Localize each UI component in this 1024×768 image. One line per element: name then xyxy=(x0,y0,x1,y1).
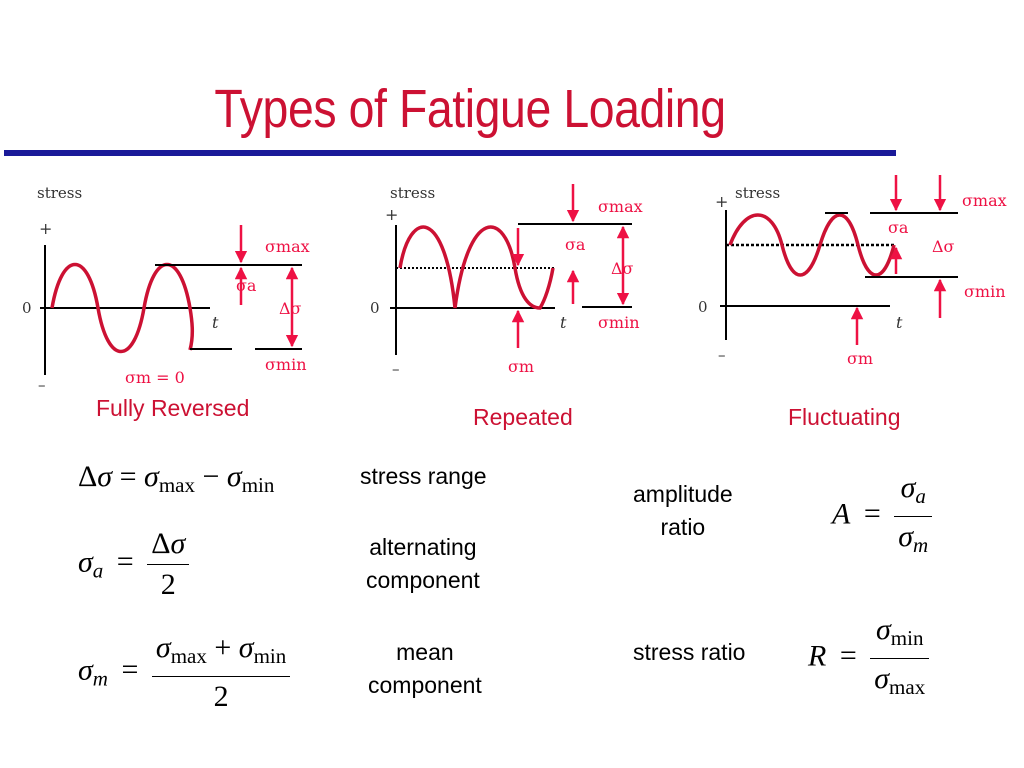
fr-sigma-min: σmin xyxy=(265,355,307,374)
title-underline xyxy=(4,150,896,156)
fr-wave xyxy=(50,262,195,354)
fr-stress-label: stress xyxy=(37,184,82,202)
rp-minus: – xyxy=(392,360,400,378)
desc-stress-range: stress range xyxy=(360,463,487,489)
rp-zero: 0 xyxy=(370,299,380,317)
caption-fully-reversed: Fully Reversed xyxy=(96,395,250,421)
fr-sigma-m: σm = 0 xyxy=(125,368,185,387)
rp-sigma-max: σmax xyxy=(598,197,643,216)
caption-repeated: Repeated xyxy=(473,404,573,430)
eq-stress-ratio: R = σmin σmax xyxy=(808,610,930,707)
fr-sigma-a: σa xyxy=(236,276,257,295)
fl-minus: – xyxy=(718,346,726,364)
fl-t-label: t xyxy=(896,313,903,332)
fr-sigma-max: σmax xyxy=(265,237,310,256)
fl-sigma-max: σmax xyxy=(962,191,1007,210)
fr-zero: 0 xyxy=(22,299,32,317)
fluctuating-diagram: stress + 0 – t σmax σa Δσ σmin σm xyxy=(698,175,1007,368)
rp-delta-sigma: Δσ xyxy=(611,259,634,278)
caption-fluctuating: Fluctuating xyxy=(788,404,901,430)
fully-reversed-diagram: stress + 0 – t σmax σa Δσ σmin σm = 0 xyxy=(22,184,310,394)
eq-mean: σm = σmax + σmin 2 xyxy=(78,628,291,717)
fr-t-label: t xyxy=(212,313,219,332)
desc-stress-ratio: stress ratio xyxy=(633,639,746,665)
repeated-diagram: stress + 0 – t σmax σa Δσ σmin σm xyxy=(370,184,643,378)
rp-t-label: t xyxy=(560,313,567,332)
fl-sigma-a: σa xyxy=(888,218,909,237)
rp-stress-label: stress xyxy=(390,184,435,202)
eq-amplitude-ratio: A = σa σm xyxy=(832,468,933,565)
rp-sigma-m: σm xyxy=(508,357,534,376)
rp-plus: + xyxy=(385,205,398,224)
desc-amplitude-ratio: amplitude ratio xyxy=(633,481,733,540)
fl-plus: + xyxy=(715,192,728,211)
fl-zero: 0 xyxy=(698,298,708,316)
fr-delta-sigma: Δσ xyxy=(279,299,302,318)
rp-sigma-min: σmin xyxy=(598,313,640,332)
page-title: Types of Fatigue Loading xyxy=(214,79,726,139)
loading-diagrams: stress + 0 – t σmax σa Δσ σmin σm = 0 st… xyxy=(22,175,1007,394)
fl-stress-label: stress xyxy=(735,184,780,202)
fr-minus: – xyxy=(38,376,46,394)
eq-alternating: σa = Δσ 2 xyxy=(78,524,190,605)
fl-sigma-min: σmin xyxy=(964,282,1006,301)
desc-mean: mean component xyxy=(368,639,482,698)
fl-sigma-m: σm xyxy=(847,349,873,368)
rp-sigma-a: σa xyxy=(565,235,586,254)
eq-stress-range: Δσ = σmax − σmin xyxy=(78,460,275,497)
fl-wave xyxy=(728,213,896,277)
desc-alternating: alternating component xyxy=(366,534,480,593)
fl-delta-sigma: Δσ xyxy=(932,237,955,256)
rp-wave xyxy=(398,225,555,310)
fr-plus: + xyxy=(39,219,52,238)
